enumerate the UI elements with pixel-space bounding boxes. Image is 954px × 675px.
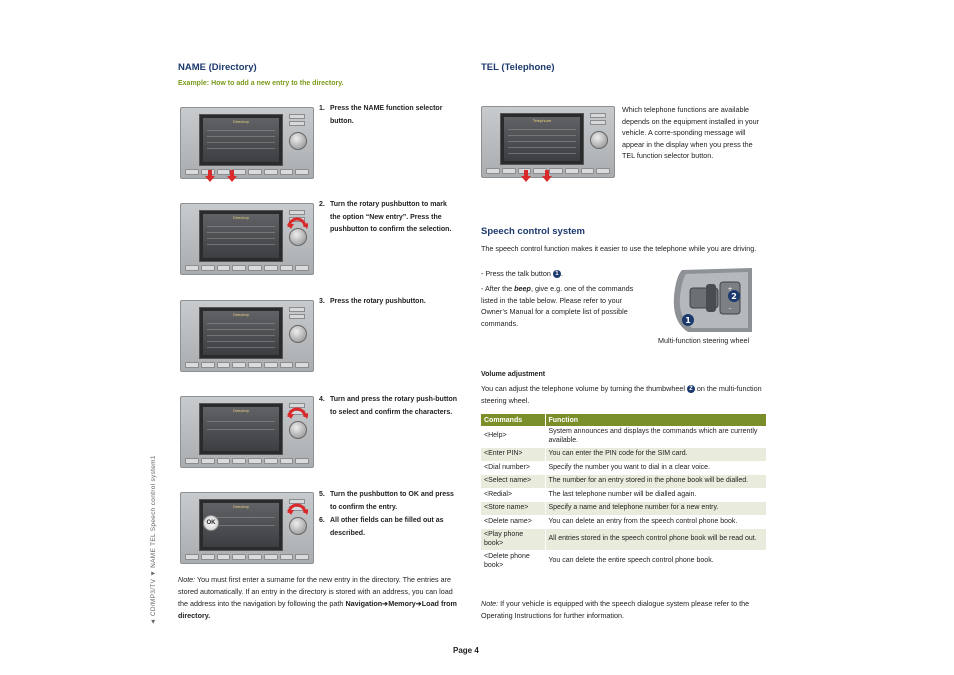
svg-text:+: +	[727, 286, 732, 293]
table-row: <Delete name>You can delete an entry fro…	[481, 515, 767, 529]
commands-table: Commands Function <Help>System announces…	[481, 414, 767, 573]
rotary-knob	[289, 325, 307, 343]
vertical-nav-text: ◄ CD/MP3/TV ▼ NAME TEL Speech control sy…	[150, 455, 157, 625]
table-row: <Dial number>Specify the number you want…	[481, 461, 767, 475]
page-number: Page 4	[453, 646, 479, 655]
step-3: 3.Press the rotary pushbutton.	[319, 298, 426, 305]
device-screen: Telephone	[500, 113, 584, 165]
table-header-commands: Commands	[481, 414, 546, 426]
table-row: <Select name>The number for an entry sto…	[481, 474, 767, 489]
rotary-knob	[590, 131, 608, 149]
screen-title: Directory	[232, 504, 249, 509]
device-screen: Directory	[199, 403, 283, 455]
steering-wheel-controls-image: + – 2 1	[673, 268, 752, 332]
speech-note: Note: If your vehicle is equipped with t…	[481, 599, 750, 620]
screen-title: Directory	[232, 312, 249, 317]
table-row: <Play phone book>All entries stored in t…	[481, 528, 767, 551]
rotary-knob	[289, 517, 307, 535]
navigation-path: Navigation➔Memory➔Load from directory.	[178, 599, 457, 620]
screen-title: Telephone	[532, 118, 552, 123]
radio-device-step3: Directory	[180, 300, 314, 372]
rotary-knob	[289, 421, 307, 439]
example-subtitle: Example: How to add a new entry to the d…	[178, 80, 344, 87]
thumbwheel-number-icon: 2	[686, 385, 695, 394]
rotate-arrow-icon	[287, 407, 308, 419]
rotate-arrow-icon	[287, 217, 308, 229]
section-title-speech: Speech control system	[481, 226, 586, 237]
table-row: <Delete phone book>You can delete the en…	[481, 550, 767, 573]
table-row: <Store name>Specify a name and telephone…	[481, 501, 767, 516]
radio-device-telephone: Telephone	[481, 106, 615, 178]
directory-note: Note: You must first enter a surname for…	[178, 575, 457, 620]
talk-button-number-icon: 1	[552, 270, 561, 279]
svg-text:1: 1	[685, 316, 691, 325]
device-screen: Directory	[199, 307, 283, 359]
table-row: <Enter PIN>You can enter the PIN code fo…	[481, 447, 767, 462]
volume-heading: Volume adjustment	[481, 371, 546, 378]
svg-text:–: –	[729, 305, 732, 312]
rotary-knob	[289, 228, 307, 246]
red-arrow-icon	[205, 170, 215, 182]
step-5: 5.Turn the pushbutton to OK and press to…	[319, 491, 454, 511]
device-screen: Directory	[199, 210, 283, 262]
table-row: <Redial>The last telephone number will b…	[481, 488, 767, 502]
radio-device-step4: Directory	[180, 396, 314, 468]
tel-intro-text: Which telephone functions are available …	[622, 105, 760, 160]
red-arrow-icon	[542, 170, 552, 182]
device-screen: Directory	[199, 114, 283, 166]
screen-title: Directory	[232, 119, 249, 124]
step-6: 6.All other fields can be filled out as …	[319, 517, 444, 537]
step-1: 1.Press the NAME function selector butto…	[319, 105, 443, 125]
section-title-name: NAME (Directory)	[178, 62, 257, 73]
vertical-navigation-breadcrumb: ◄ CD/MP3/TV ▼ NAME TEL Speech control sy…	[150, 395, 164, 625]
svg-text:2: 2	[731, 292, 737, 301]
screen-title: Directory	[232, 408, 249, 413]
table-header-function: Function	[545, 414, 767, 426]
radio-device-step5: Directory OK	[180, 492, 314, 564]
red-arrow-icon	[227, 170, 237, 182]
volume-text: You can adjust the telephone volume by t…	[481, 384, 762, 405]
red-arrow-icon	[521, 170, 531, 182]
table-row: <Help>System announces and displays the …	[481, 426, 767, 448]
step-2: 2.Turn the rotary pushbutton to mark the…	[319, 201, 452, 233]
screen-title: Directory	[232, 215, 249, 220]
speech-bullet-2: - After the beep, give e.g. one of the c…	[481, 284, 634, 328]
speech-intro-text: The speech control function makes it eas…	[481, 244, 757, 253]
ok-button: OK	[203, 515, 219, 531]
rotary-knob	[289, 132, 307, 150]
speech-bullet-1: - Press the talk button 1.	[481, 269, 563, 279]
rotate-arrow-icon	[287, 503, 308, 515]
radio-device-step1: Directory	[180, 107, 314, 179]
radio-device-step2: Directory	[180, 203, 314, 275]
section-title-tel: TEL (Telephone)	[481, 62, 555, 73]
step-4: 4.Turn and press the rotary push-button …	[319, 396, 458, 416]
wheel-caption: Multi-function steering wheel	[658, 336, 750, 345]
